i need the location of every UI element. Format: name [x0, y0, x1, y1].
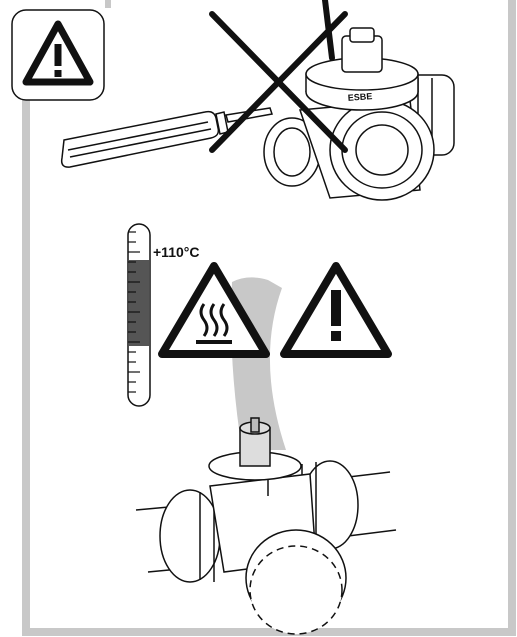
warning-triangle-icon — [22, 20, 94, 86]
warning-box — [11, 9, 105, 101]
panel-border — [22, 0, 516, 636]
valve-top: ESBE — [263, 27, 455, 201]
brand-mark: ESBE — [347, 91, 372, 103]
cross-out-icon — [209, 0, 348, 153]
warning-triangle-icon — [280, 262, 392, 358]
hot-surface-warning-icon — [158, 262, 270, 358]
temperature-label: +110°C — [153, 244, 200, 260]
valve-bottom — [135, 417, 397, 635]
thermometer — [127, 223, 151, 407]
